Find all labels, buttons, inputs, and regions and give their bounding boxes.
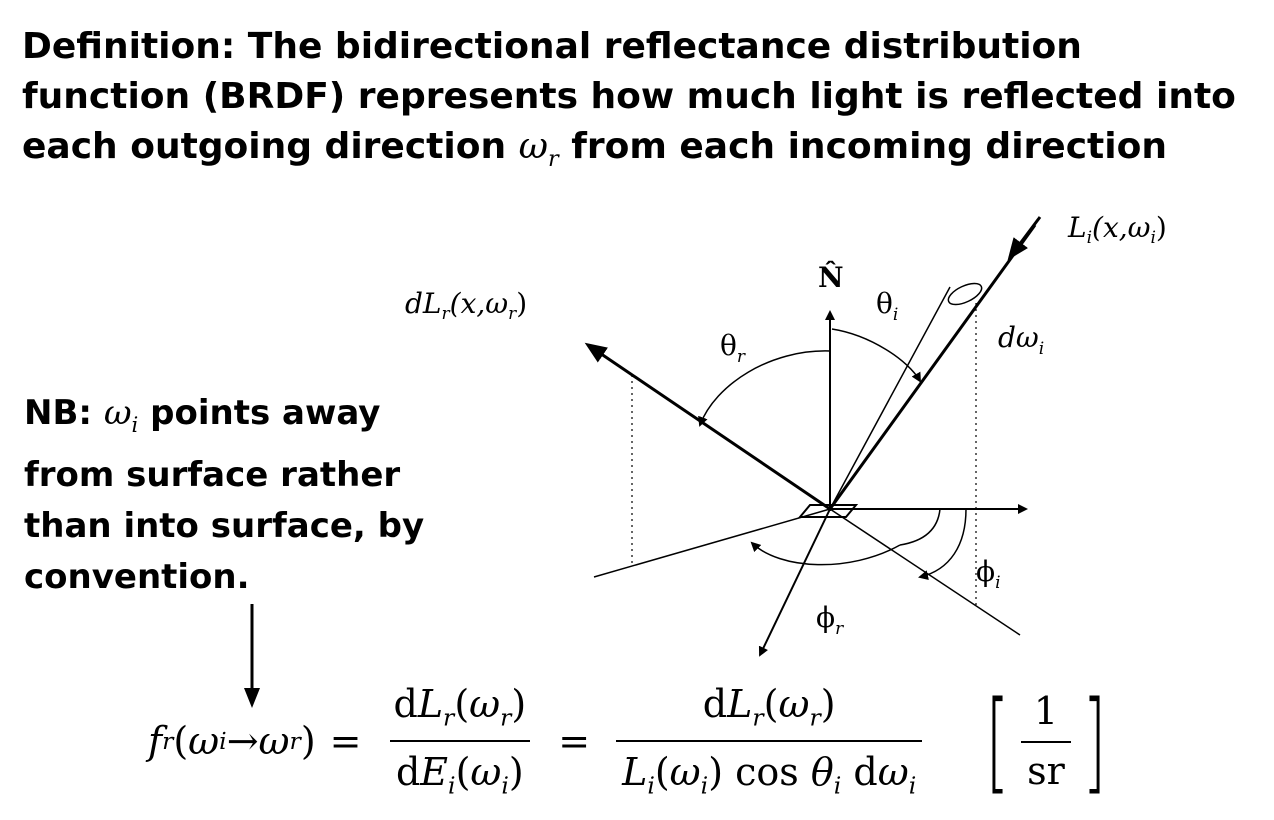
phi-r-arc	[750, 541, 901, 566]
omega-i-symbol: ωi	[103, 393, 138, 437]
fraction-denominator: dEi(ωi)	[389, 740, 530, 800]
fraction-denominator: Li(ωi) cos θi dωi	[616, 740, 923, 800]
solid-angle-cone-cap	[947, 282, 983, 306]
solid-angle-label: dωi	[998, 321, 1044, 359]
definition-text: Definition: The bidirectional reflectanc…	[22, 22, 1262, 184]
fraction-dl-over-l-cos: dLr(ωr) Li(ωi) cos θi dωi	[616, 682, 923, 800]
fraction-numerator: dLr(ωr)	[393, 682, 527, 732]
unit-fraction: 1 sr	[1021, 689, 1071, 793]
surface-patch	[797, 504, 859, 518]
theta-r-label: θr	[720, 329, 746, 367]
brdf-diagram: N̂ Li(x,ωi) dLr(x,ωr) θi θr dωi ϕi ϕr	[405, 211, 1167, 657]
omega-base: ω	[103, 393, 132, 433]
phi-r-label: ϕr	[816, 601, 844, 639]
formula-omega-sub: i	[219, 727, 227, 755]
formula-f-sub: r	[162, 727, 174, 755]
note-arrow	[244, 604, 260, 708]
y-axis	[758, 508, 831, 657]
formula-f: f	[148, 719, 163, 763]
omega-r-symbol: ωr	[518, 126, 559, 172]
reflected-ray	[584, 342, 831, 511]
right-bracket: ]	[1082, 677, 1107, 805]
definition-text-after: from each incoming direction	[558, 126, 1167, 167]
note-prefix: NB:	[24, 393, 104, 433]
formula-omega-sub: r	[289, 727, 301, 755]
formula-equals: =	[558, 719, 591, 763]
theta-i-arc	[831, 328, 921, 383]
fraction-dl-over-de: dLr(ωr) dEi(ωi)	[387, 682, 532, 800]
unit-bracket: [ 1 sr ]	[976, 686, 1116, 796]
left-bracket: [	[985, 677, 1010, 805]
formula-paren: (	[173, 719, 189, 763]
projection-left-line	[593, 508, 831, 578]
reflected-radiance-label: dLr(x,ωr)	[405, 287, 527, 324]
cone-edge-left	[829, 286, 951, 510]
formula-paren: )	[300, 719, 316, 763]
formula-omega: ω	[188, 719, 220, 763]
normal-label: N̂	[818, 261, 844, 294]
omega-sub: r	[547, 146, 559, 173]
cone-edge-right	[829, 300, 981, 510]
omega-base: ω	[518, 126, 548, 167]
phi-i-label: ϕi	[976, 555, 1001, 593]
formula-omega: ω	[258, 719, 290, 763]
convention-note: NB: ωi points away from surface rather t…	[24, 388, 454, 603]
unit-numerator: 1	[1033, 689, 1059, 733]
theta-i-label: θi	[876, 287, 898, 325]
formula-equals: =	[329, 719, 362, 763]
incident-radiance-label: Li(x,ωi)	[1067, 211, 1167, 248]
phi-i-arc	[918, 508, 967, 581]
incident-arrow	[1007, 216, 1042, 261]
formula-arrow: →	[226, 719, 259, 763]
fraction-numerator: dLr(ωr)	[702, 682, 836, 732]
unit-denominator: sr	[1021, 741, 1071, 793]
theta-r-arc	[698, 350, 831, 427]
definition-text-before: Definition: The bidirectional reflectanc…	[22, 26, 1236, 167]
phi-i-inner-arc	[899, 508, 941, 546]
note-text: points away from surface rather than int…	[24, 393, 425, 597]
omega-sub: i	[131, 411, 139, 437]
